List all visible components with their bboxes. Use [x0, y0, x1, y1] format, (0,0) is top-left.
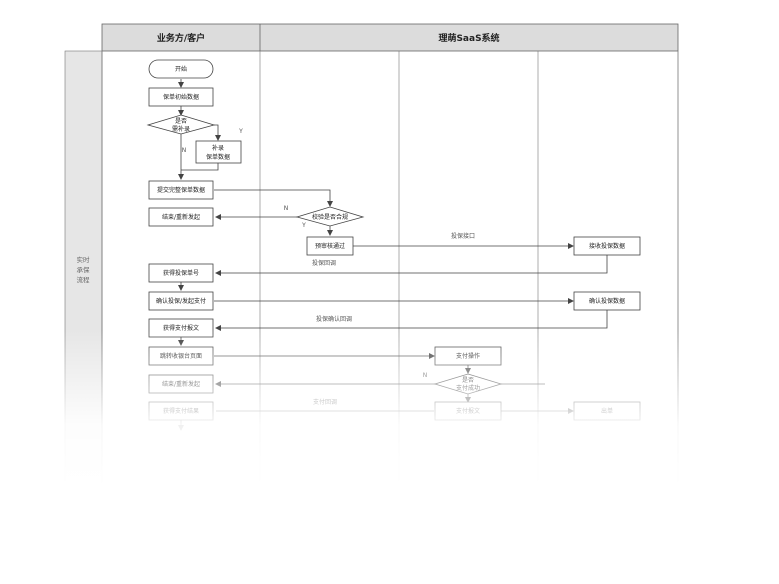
node-start-label: 开始: [175, 65, 187, 73]
node-pre-review: [306, 236, 354, 256]
edge-label-yes-2: Y: [301, 222, 306, 229]
node-init-data-label: 保单初始数据: [163, 93, 199, 101]
edge-label-no-1: N: [182, 147, 187, 154]
node-submit: [148, 180, 214, 200]
node-need-supplement-label-1: 是否: [175, 118, 187, 125]
edge-label-api: 投保接口: [451, 232, 475, 240]
node-receive-data-label: 接收投保数据: [589, 242, 625, 250]
lane-label-line-2: 承保: [77, 265, 91, 274]
node-submit-label: 提交完整保单数据: [157, 186, 205, 194]
node-jump-pay-page-label: 跳转收银台页面: [160, 352, 202, 360]
node-get-pay-msg-label: 获得支付报文: [163, 324, 199, 332]
node-end-restart-2-label: 结束/重新发起: [162, 380, 200, 388]
node-get-policy-no: [148, 263, 214, 283]
node-init-data: [148, 87, 214, 107]
node-confirm-data: [573, 291, 641, 311]
node-supplement: [195, 140, 242, 164]
edge-label-callback: 投保回调: [312, 259, 336, 267]
node-confirm-data-label: 确认投保数据: [589, 297, 625, 305]
node-pay-msg-2-label: 支付报文: [456, 407, 480, 415]
node-need-supplement: [146, 114, 216, 135]
node-need-supplement-label-2: 需补录: [172, 125, 190, 133]
header-business: 业务方/客户: [157, 32, 205, 44]
node-pay-success-label-1: 是否: [462, 377, 474, 384]
edge-label-yes-1: Y: [238, 128, 243, 135]
node-supplement-label-2: 保单数据: [206, 153, 230, 161]
node-receive-data: [573, 236, 641, 256]
header-row: [101, 23, 679, 52]
node-check-compliance: [295, 206, 365, 227]
node-check-compliance-label: 校验是否合规: [312, 213, 348, 221]
node-start: [148, 59, 214, 79]
node-end-restart-1-label: 结束/重新发起: [162, 213, 200, 221]
node-confirm-pay-label: 确认投保/发起支付: [156, 297, 206, 305]
node-pay-success-label-2: 支付成功: [456, 384, 480, 392]
lane-label-line-1: 实时: [77, 255, 91, 264]
node-get-policy-no-label: 获得投保单号: [163, 269, 199, 277]
node-get-pay-result-label: 获得支付结果: [163, 407, 199, 415]
lane-label-line-3: 流程: [77, 275, 91, 284]
edge-label-no-3: N: [423, 372, 428, 379]
edge-label-confirm-callback: 投保确认回调: [316, 315, 352, 323]
node-end-restart-1: [148, 207, 214, 227]
header-system: 理萌SaaS系统: [438, 32, 499, 44]
edge-label-no-2: N: [284, 205, 289, 212]
node-notify-label: 出单: [601, 407, 613, 415]
node-pay-op-label: 支付操作: [456, 352, 480, 360]
node-pre-review-label: 预审核通过: [315, 242, 345, 250]
edge-label-pay-result: 支付回调: [313, 398, 337, 406]
node-supplement-label-1: 补录: [212, 144, 224, 152]
node-confirm-pay: [148, 291, 214, 311]
